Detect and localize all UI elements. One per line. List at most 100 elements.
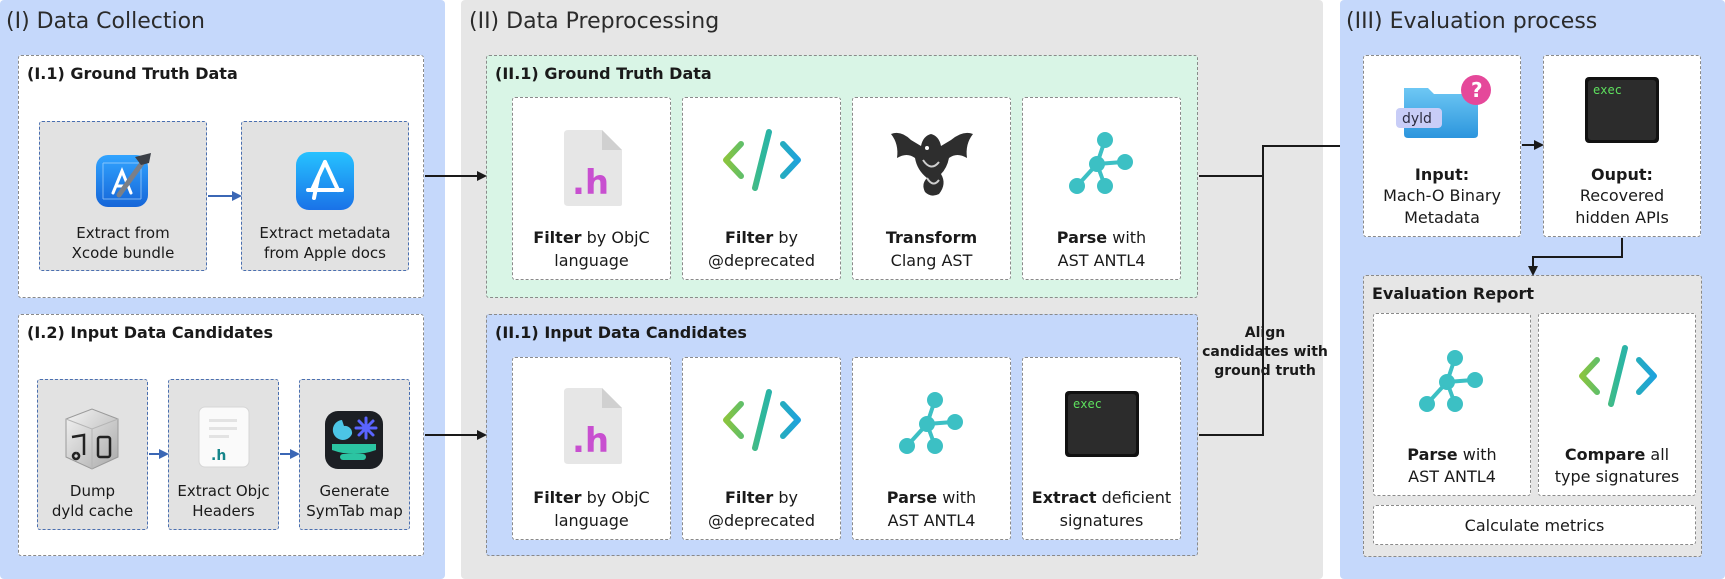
preprocessing-ground-truth-title: (II.1) Ground Truth Data xyxy=(495,64,712,83)
gt-filter-deprecated-bold: Filter xyxy=(724,228,774,247)
eval-output-line1: Ouput: xyxy=(1591,165,1653,184)
dyld-cache-card-line2: dyld cache xyxy=(51,502,134,520)
terminal-icon: exec xyxy=(1585,77,1659,143)
xcode-card-line1: Extract from xyxy=(76,224,170,242)
gt-parse-card: Parse with AST ANTL4 xyxy=(1022,97,1181,280)
eval-output-card: exec Ouput: Recovered hidden APIs xyxy=(1543,55,1701,237)
gt-filter-deprecated-card: Filter by @deprecated xyxy=(682,97,841,280)
dragon-icon xyxy=(891,132,973,196)
gt-filter-objc-line2: language xyxy=(554,251,629,270)
eval-input-line3: Metadata xyxy=(1404,208,1480,227)
in-parse-line1: Parse with xyxy=(853,486,1010,509)
tree-icon xyxy=(899,392,963,454)
gt-filter-objc-card: .h Filter by ObjC language xyxy=(512,97,671,280)
gt-h-file-icon-label: .h xyxy=(572,163,609,203)
in-h-file-icon-label: .h xyxy=(572,421,609,461)
gt-parse-line1: Parse with xyxy=(1023,226,1180,249)
eval-input-card: dyld ? Input: Mach-O Binary Metadata xyxy=(1363,55,1521,237)
symtab-card: Generate SymTab map xyxy=(299,379,410,530)
in-filter-objc-card: .h Filter by ObjC language xyxy=(512,357,671,540)
gt-parse-rest: with xyxy=(1107,228,1147,247)
xcode-icon xyxy=(96,153,151,207)
gt-transform-card: Transform Clang AST xyxy=(852,97,1011,280)
gt-filter-objc-line1: Filter by ObjC xyxy=(513,226,670,249)
report-compare-line1: Compare all xyxy=(1539,443,1695,466)
in-extract-line1: Extract deficient xyxy=(1023,486,1180,509)
in-filter-objc-rest: by ObjC xyxy=(581,488,650,507)
report-parse-rest: with xyxy=(1457,445,1497,464)
dyld-folder-label: dyld xyxy=(1402,111,1432,127)
gt-parse-line2: AST ANTL4 xyxy=(1057,251,1146,270)
collection-ground-truth-title: (I.1) Ground Truth Data xyxy=(27,64,238,83)
in-filter-objc-bold: Filter xyxy=(533,488,582,507)
in-filter-deprecated-line2: @deprecated xyxy=(707,511,816,530)
in-parse-rest: with xyxy=(937,488,977,507)
in-extract-line2: signatures xyxy=(1059,511,1144,530)
symtab-app-icon xyxy=(325,411,383,469)
report-compare-rest: all xyxy=(1645,445,1670,464)
symtab-card-line2: SymTab map xyxy=(306,502,403,520)
objc-headers-card-line2: Headers xyxy=(192,502,255,520)
preprocessing-title: (II) Data Preprocessing xyxy=(469,9,720,34)
report-parse-card: Parse with AST ANTL4 xyxy=(1373,313,1531,496)
align-note: Align candidates with ground truth xyxy=(1200,324,1330,381)
report-compare-line2: type signatures xyxy=(1554,467,1680,486)
tree-icon xyxy=(1069,132,1133,194)
gt-filter-objc-bold: Filter xyxy=(533,228,582,247)
in-filter-deprecated-card: Filter by @deprecated xyxy=(682,357,841,540)
report-compare-bold: Compare xyxy=(1564,445,1646,464)
dyld-cache-card: Dump dyld cache xyxy=(37,379,148,530)
eval-input-line2: Mach-O Binary xyxy=(1383,186,1501,205)
in-filter-deprecated-rest: by xyxy=(773,488,798,507)
code-brackets-icon xyxy=(1579,345,1657,407)
in-extract-rest: deficient xyxy=(1096,488,1172,507)
report-compare-card: Compare all type signatures xyxy=(1538,313,1696,496)
h-file-icon: .h xyxy=(564,388,622,464)
apple-docs-card: Extract metadata from Apple docs xyxy=(241,121,409,271)
evaluation-report-title: Evaluation Report xyxy=(1372,284,1535,303)
tree-icon xyxy=(1419,350,1483,412)
in-filter-deprecated-line1: Filter by xyxy=(683,486,840,509)
xcode-card: Extract from Xcode bundle xyxy=(39,121,207,271)
dyld-cache-card-line1: Dump xyxy=(69,482,116,500)
eval-terminal-label: exec xyxy=(1593,83,1622,97)
gt-transform-line1: Transform xyxy=(853,226,1010,249)
dyld-folder-icon: dyld ? xyxy=(1396,75,1491,138)
eval-output-line3: hidden APIs xyxy=(1575,208,1669,227)
gt-transform-line2: Clang AST xyxy=(890,251,973,270)
gt-transform-bold: Transform xyxy=(885,228,978,247)
code-brackets-icon xyxy=(723,389,801,451)
in-filter-objc-line1: Filter by ObjC xyxy=(513,486,670,509)
evaluation-title: (III) Evaluation process xyxy=(1346,9,1598,34)
eval-output-line2: Recovered xyxy=(1579,186,1665,205)
objc-headers-card-line1: Extract Objc xyxy=(177,482,270,500)
eval-input-line1: Input: xyxy=(1414,165,1470,184)
dyld-folder-badge: ? xyxy=(1471,78,1483,102)
in-parse-card: Parse with AST ANTL4 xyxy=(852,357,1011,540)
collection-input-title: (I.2) Input Data Candidates xyxy=(27,323,273,342)
objc-headers-card: .h Extract Objc Headers xyxy=(168,379,279,530)
h-file-icon: .h xyxy=(564,130,622,206)
align-note-line3: ground truth xyxy=(1214,363,1316,379)
header-file-icon-label: .h xyxy=(211,448,226,464)
header-file-icon: .h xyxy=(198,406,250,468)
apple-docs-card-line2: from Apple docs xyxy=(264,244,386,262)
gt-filter-objc-rest: by ObjC xyxy=(581,228,650,247)
xcode-card-line2: Xcode bundle xyxy=(71,244,175,262)
terminal-icon: exec xyxy=(1065,391,1139,457)
align-note-line2: candidates with xyxy=(1202,344,1328,360)
gt-filter-deprecated-line2: @deprecated xyxy=(707,251,816,270)
report-parse-line2: AST ANTL4 xyxy=(1408,467,1496,486)
preprocessing-input-title: (II.1) Input Data Candidates xyxy=(495,323,747,342)
in-filter-objc-line2: language xyxy=(554,511,629,530)
calculate-metrics-label: Calculate metrics xyxy=(1464,516,1605,535)
gt-filter-deprecated-rest: by xyxy=(773,228,798,247)
report-parse-line1: Parse with xyxy=(1374,443,1530,466)
code-brackets-icon xyxy=(723,129,801,191)
apple-docs-card-line1: Extract metadata xyxy=(259,224,391,242)
in-parse-line2: AST ANTL4 xyxy=(887,511,976,530)
collection-title: (I) Data Collection xyxy=(6,9,205,34)
in-extract-card: exec Extract deficient signatures xyxy=(1022,357,1181,540)
align-note-line1: Align xyxy=(1244,325,1286,341)
in-filter-deprecated-bold: Filter xyxy=(724,488,774,507)
